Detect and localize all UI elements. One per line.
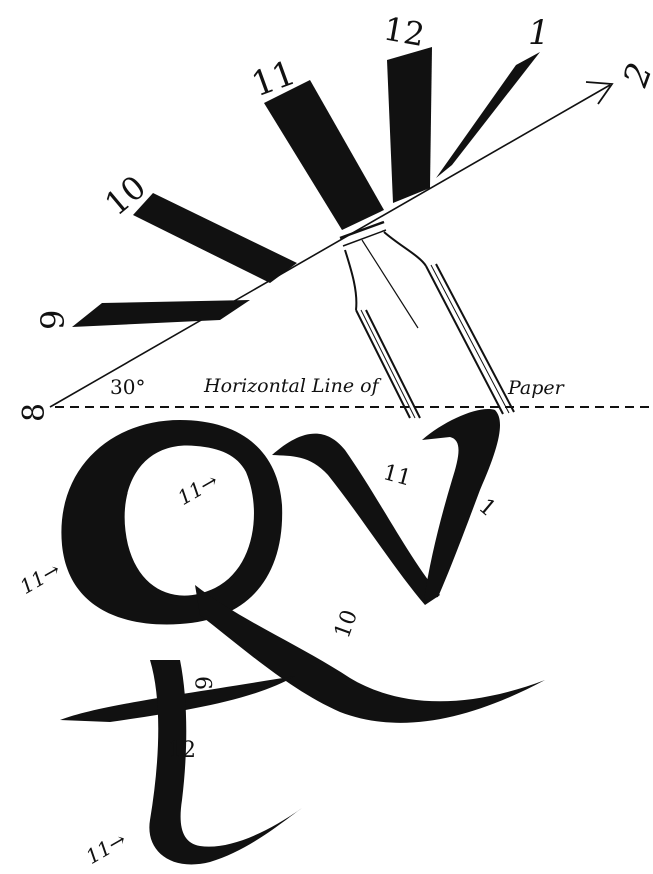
label-two: 2 (615, 58, 653, 93)
letter-q-bowl (61, 420, 282, 624)
angle-label: 30° (110, 375, 145, 399)
baseline-caption-left: Horizontal Line of (203, 375, 382, 397)
t-crossbar-label: 9 (193, 676, 218, 690)
pen-stroke-nine (72, 300, 250, 327)
label-nine: 9 (34, 310, 72, 330)
label-one: 1 (528, 13, 550, 53)
q-outer-arrow-label: 11→ (16, 557, 65, 599)
v-left-stroke-label: 11 (380, 460, 414, 491)
letter-q-tail (195, 585, 545, 723)
v-right-stroke-label: 1 (474, 494, 501, 522)
pen-stroke-ten (133, 193, 297, 283)
letter-v-left-stroke (272, 434, 440, 605)
baseline-caption-right: Paper (507, 377, 566, 399)
q-inner-arrow-label: 11→ (173, 468, 222, 510)
t-foot-arrow-label: 11→ (82, 827, 131, 869)
t-stem-label: 12 (168, 738, 196, 763)
label-eight: 8 (17, 403, 52, 422)
letter-v (272, 409, 500, 605)
pen-stroke-one (436, 52, 540, 178)
label-twelve: 12 (381, 9, 428, 53)
q-tail-label: 10 (330, 607, 363, 642)
pen-stroke-eleven (264, 80, 384, 230)
pen-stroke-twelve (387, 47, 432, 203)
